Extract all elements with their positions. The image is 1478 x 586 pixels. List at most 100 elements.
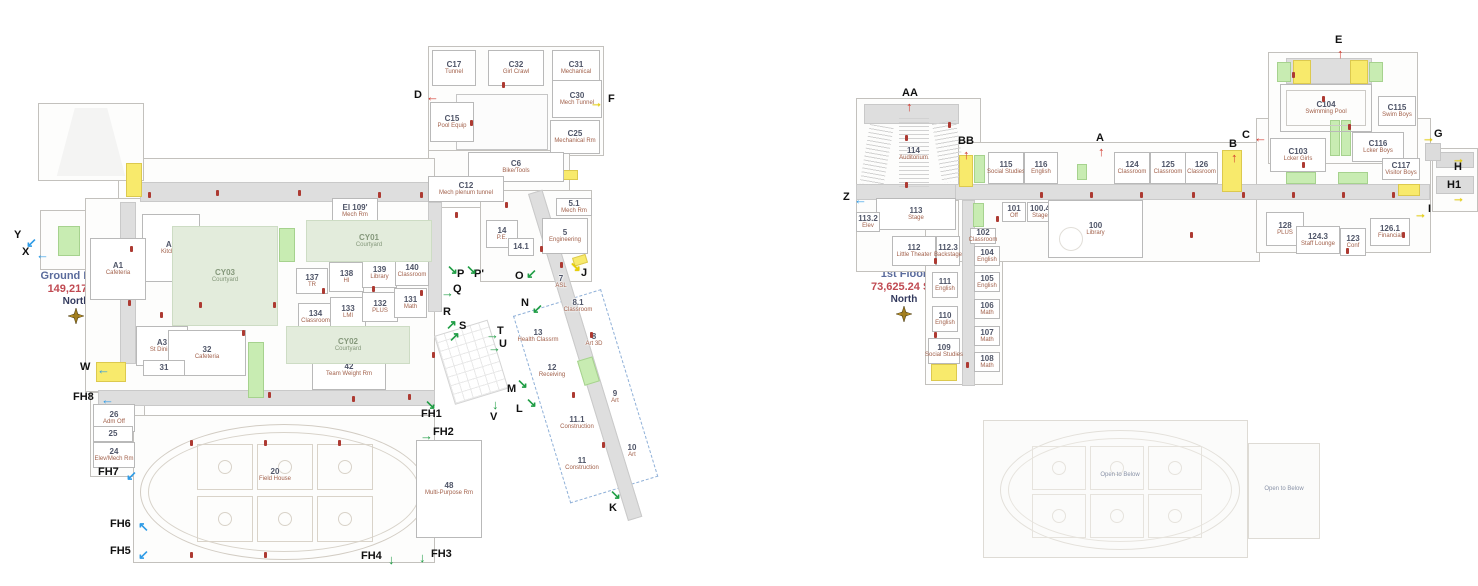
exit-arrow-W: ←	[97, 362, 110, 377]
exit-arrow-S: ↗	[449, 329, 460, 344]
north-label: North	[62, 296, 90, 307]
room-name: Art	[611, 398, 619, 405]
room-14.1: 14.1	[508, 238, 534, 256]
room-name: English	[977, 283, 997, 290]
room-name: HI	[343, 278, 350, 285]
room-id: 140	[405, 262, 419, 272]
fire-device-marker	[1346, 248, 1349, 254]
room-31: 31	[143, 360, 185, 376]
fire-device-marker	[560, 262, 563, 268]
room-name: Mech Rm	[561, 208, 587, 215]
running-track-faint	[1000, 430, 1240, 550]
room-name: Courtyard	[355, 242, 383, 249]
exit-label-FH8: FH8	[73, 391, 94, 403]
exit-label-FH6: FH6	[110, 518, 131, 530]
room-id: 100	[1088, 220, 1103, 230]
fire-device-marker	[572, 392, 575, 398]
room-id: 125	[1161, 159, 1175, 169]
room-name: ASL	[555, 283, 567, 290]
exit-arrow-FH8: ←	[101, 392, 114, 407]
room-name: English	[935, 286, 955, 293]
room-id: 111	[938, 276, 952, 286]
fire-device-marker	[1090, 192, 1093, 198]
exit-label-AA: AA	[902, 87, 918, 99]
room-name: Lcker Boys	[1363, 148, 1393, 155]
room-id: 108	[980, 353, 994, 363]
exit-arrow-X: ←	[36, 247, 49, 262]
room-id: 124.3	[1307, 231, 1329, 241]
room-name: Tunnel	[444, 69, 464, 76]
room-id: CY01	[358, 232, 379, 242]
room-name: English	[977, 257, 997, 264]
room-id: 25	[108, 429, 118, 439]
room-id: 9	[612, 388, 618, 398]
highlight-room	[1341, 120, 1351, 156]
room-name: Elev/Mech Rm	[94, 456, 134, 463]
room-name: PLUS	[372, 308, 388, 315]
highlight-room	[248, 342, 264, 398]
fire-device-marker	[420, 290, 423, 296]
room-name: Library	[1086, 230, 1105, 237]
room-id: 106	[980, 300, 994, 310]
room-id: C12	[458, 180, 474, 190]
exit-arrow-FH5: ↙	[138, 547, 149, 562]
room-id: 100.4	[1029, 203, 1051, 213]
room-id: 102	[976, 227, 990, 237]
exit-label-D: D	[414, 89, 422, 101]
fire-device-marker	[1190, 232, 1193, 238]
fire-device-marker	[216, 190, 219, 196]
room-25: 25	[93, 426, 133, 442]
basketball-court	[197, 444, 253, 490]
room-id: A3	[156, 337, 168, 347]
room-id: 128	[1278, 220, 1292, 230]
room-id: 26	[109, 409, 119, 419]
room-id: 10	[627, 442, 637, 452]
room-name: Social Studies	[924, 352, 964, 359]
fire-device-marker	[1302, 162, 1305, 168]
basketball-court-faint	[1148, 446, 1202, 490]
exit-arrow-T: →	[486, 327, 499, 342]
room-id: 138	[339, 268, 354, 278]
exit-label-FH4: FH4	[361, 550, 382, 562]
room-name: Cafeteria	[194, 354, 220, 361]
room-name: Swimming Pool	[1305, 109, 1347, 116]
room-name: P.E.	[496, 235, 508, 242]
fire-device-marker	[242, 330, 245, 336]
exit-arrow-A: ↑	[1098, 144, 1105, 159]
room-name: Art	[628, 452, 636, 459]
north-label: North	[890, 294, 918, 305]
room-id: 112	[907, 242, 921, 252]
exit-label-Y: Y	[14, 229, 22, 241]
fire-device-marker	[996, 216, 999, 222]
exit-label-K: K	[609, 502, 617, 514]
room-name: Art 3D	[585, 341, 603, 348]
room-name: Mechanical	[560, 69, 592, 76]
room-id: 131	[403, 294, 418, 304]
fire-device-marker	[540, 246, 543, 252]
room-name: English	[1031, 169, 1051, 176]
room-name: LMI	[342, 313, 353, 320]
room-name: Visitor Boys	[1385, 170, 1417, 177]
exit-label-G: G	[1434, 128, 1443, 140]
highlight-room	[1369, 62, 1383, 82]
room-id: 7	[558, 273, 564, 283]
exit-label-BB: BB	[958, 135, 974, 147]
room-name: Stage	[1032, 213, 1048, 220]
